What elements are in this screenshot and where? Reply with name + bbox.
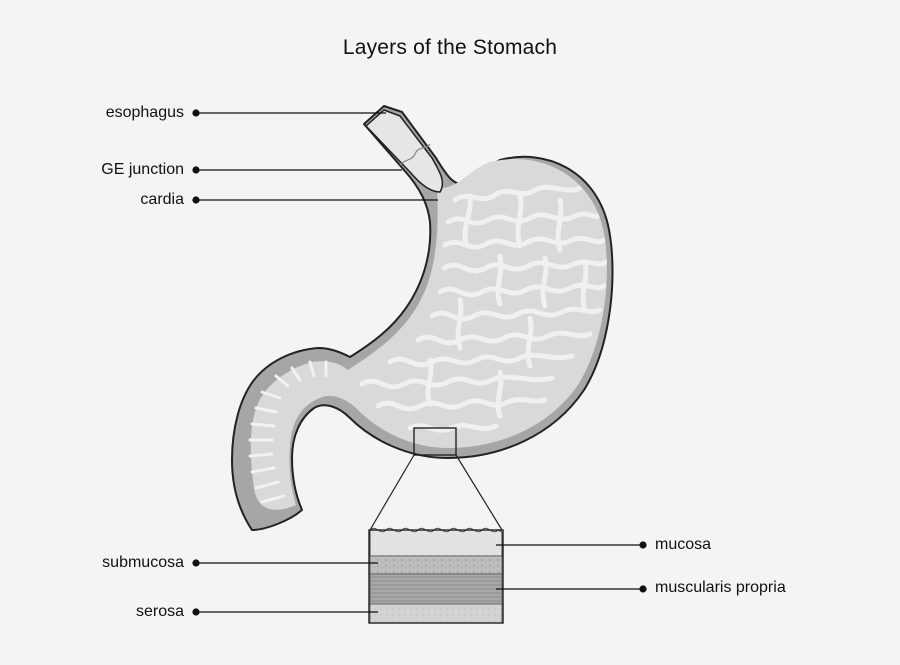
label-serosa: serosa [135,603,184,620]
layers-frame [368,529,504,624]
magnify-source-box [413,427,457,456]
layer-muscularis-propria [369,573,503,605]
label-esophagus: esophagus [105,104,184,121]
esophagus-tube [365,109,444,193]
layer-serosa [369,603,503,624]
label-submucosa: submucosa [102,554,184,571]
layer-submucosa [369,555,503,575]
leader-lines [192,109,647,616]
stomach-body [231,105,614,531]
ge-junction-line [399,143,431,166]
label-muscularis-propria: muscularis propria [655,579,786,596]
diagram-title: Layers of the Stomach [342,36,558,59]
layers-cross-section [368,527,504,624]
magnify-line-left [369,454,415,531]
label-mucosa: mucosa [655,536,712,553]
label-cardia: cardia [140,191,184,208]
label-ge-junction: GE junction [101,161,184,178]
duodenum-folds [248,360,328,504]
magnify-line-right [455,454,503,531]
layer-mucosa [369,527,503,557]
rugae-folds [359,184,607,433]
